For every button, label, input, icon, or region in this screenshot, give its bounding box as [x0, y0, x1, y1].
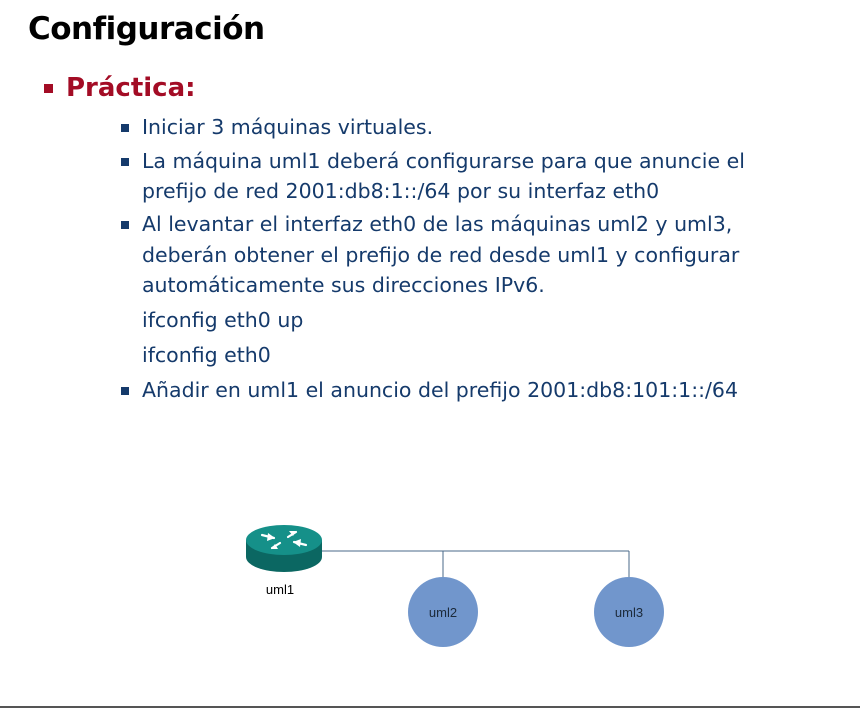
- node-label-uml2: uml2: [429, 605, 457, 620]
- item-2-line-2: prefijo de red 2001:db8:1::/64 por su in…: [142, 179, 660, 203]
- router-label: uml1: [266, 582, 294, 597]
- bullet-4: [121, 387, 129, 395]
- item-2-line-1: La máquina uml1 deberá configurarse para…: [142, 149, 745, 173]
- bullet-1: [121, 124, 129, 132]
- bottom-rule: [0, 706, 860, 708]
- bullet-3: [121, 221, 129, 229]
- section-title: Práctica:: [66, 73, 196, 103]
- item-3-line-2: deberán obtener el prefijo de red desde …: [142, 243, 740, 267]
- connection-lines: [322, 550, 630, 578]
- item-3-line-3: automáticamente sus direcciones IPv6.: [142, 273, 545, 297]
- item-3-line-1: Al levantar el interfaz eth0 de las máqu…: [142, 212, 733, 236]
- node-label-uml3: uml3: [615, 605, 643, 620]
- command-line: ifconfig eth0: [142, 343, 271, 367]
- bullet-2: [121, 158, 129, 166]
- router-icon: [246, 525, 322, 572]
- slide-title: Configuración: [28, 11, 265, 47]
- item-1-line-1: Iniciar 3 máquinas virtuales.: [142, 115, 434, 139]
- node-uml2: uml2: [408, 577, 478, 647]
- item-4-line-1: Añadir en uml1 el anuncio del prefijo 20…: [142, 378, 739, 402]
- section-bullet: [44, 84, 53, 93]
- node-uml3: uml3: [594, 577, 664, 647]
- command-line: ifconfig eth0 up: [142, 308, 304, 332]
